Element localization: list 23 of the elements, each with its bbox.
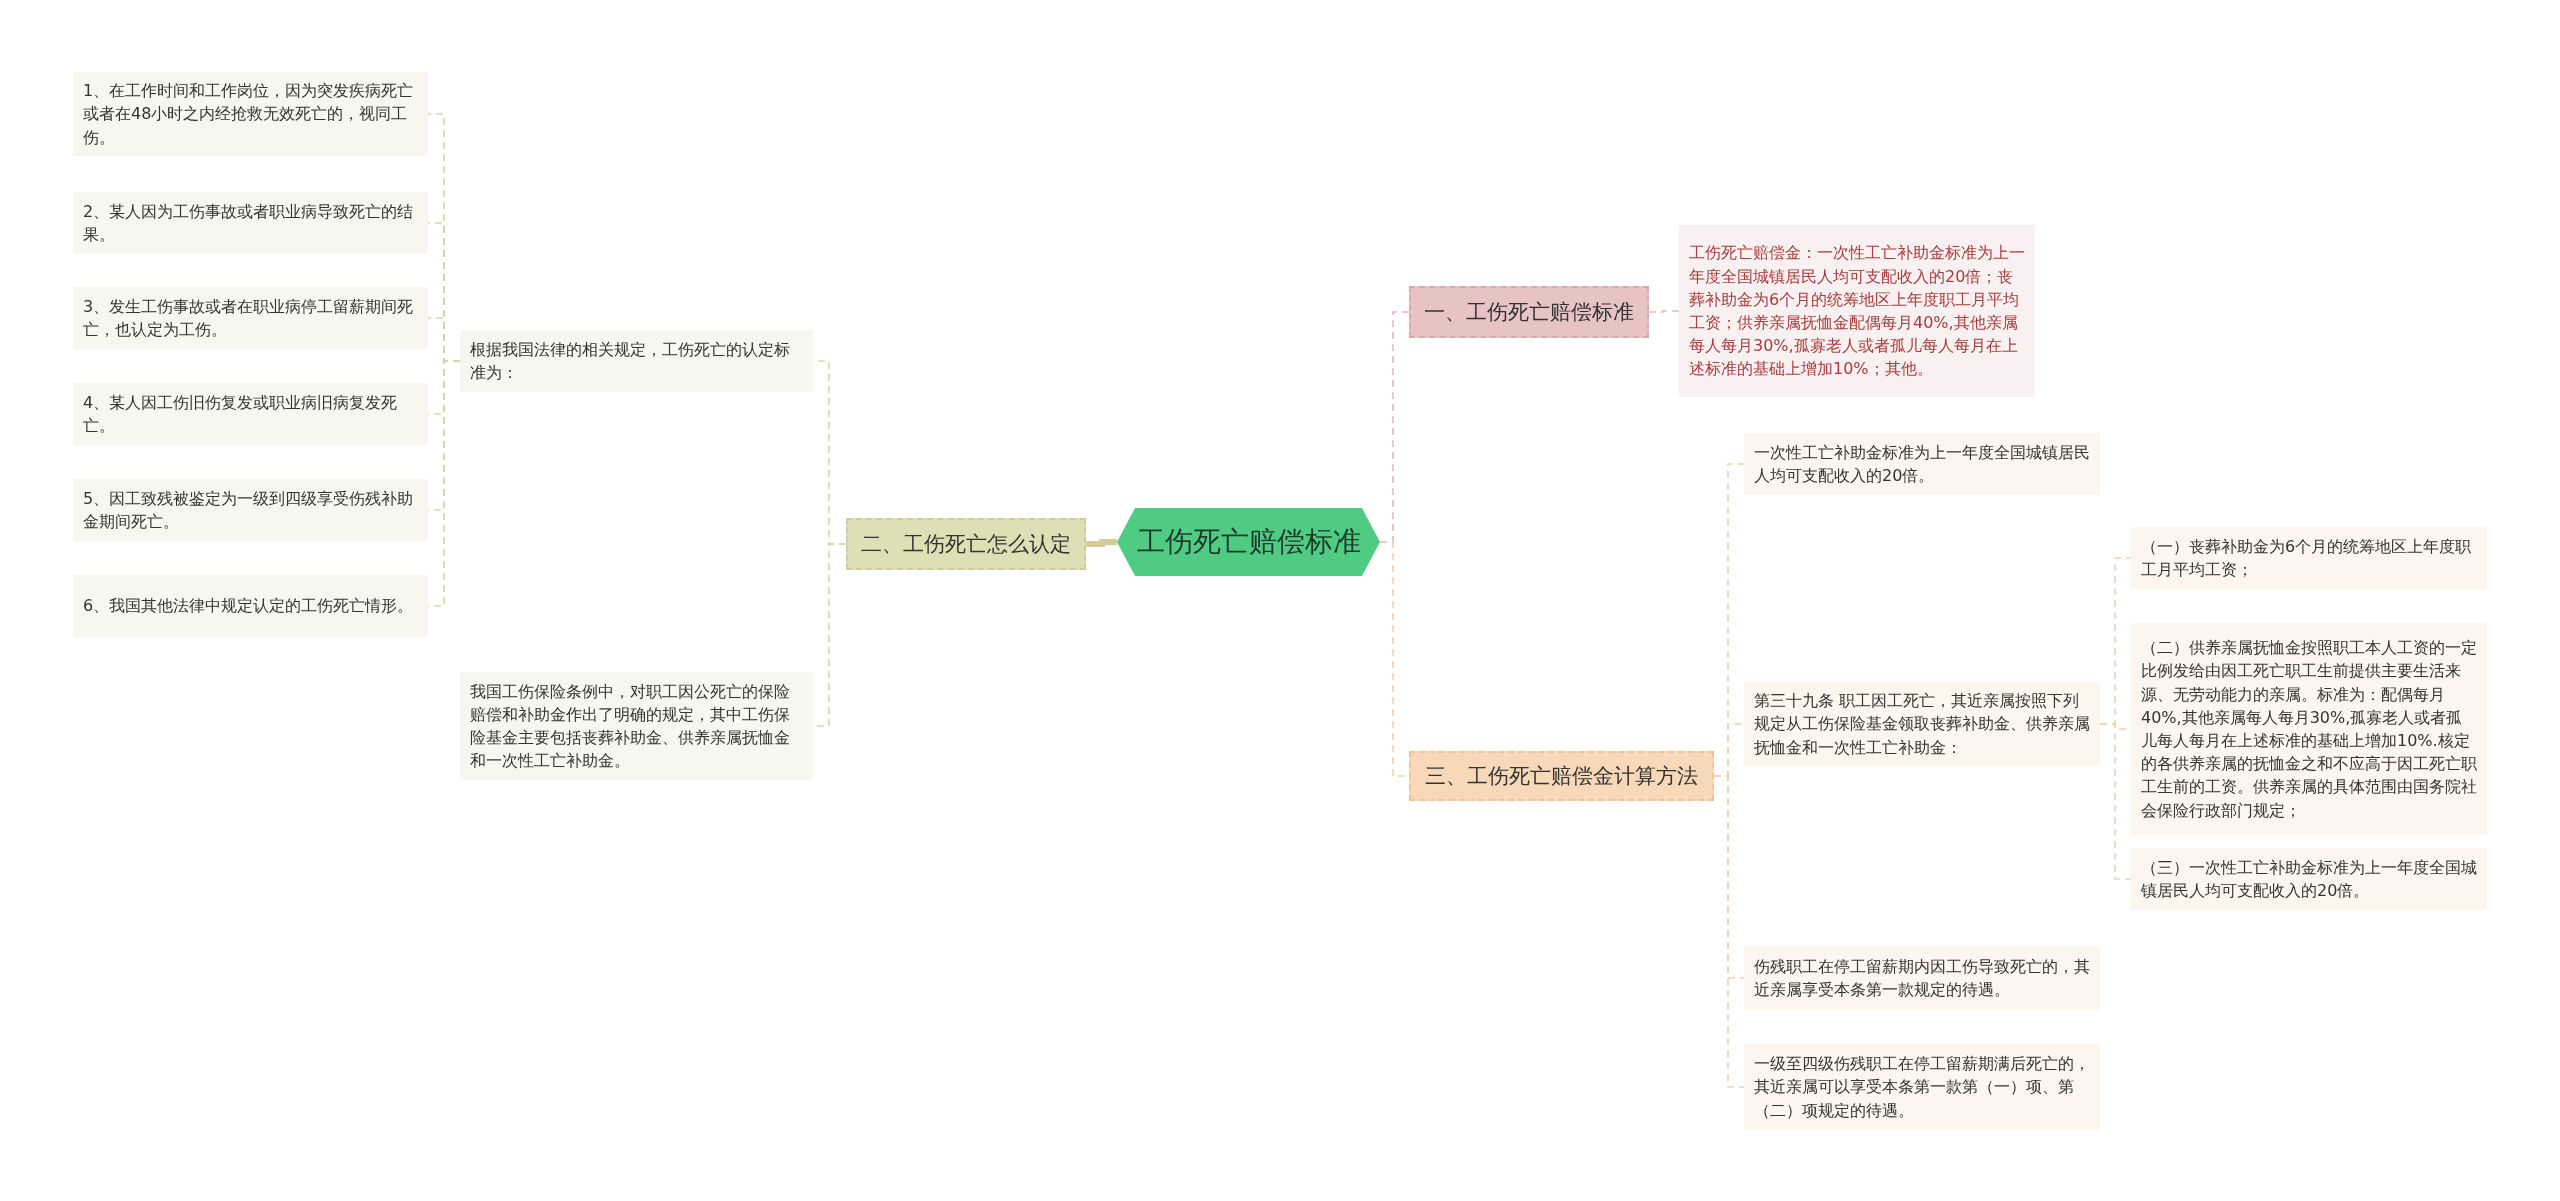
connector bbox=[1713, 775, 1745, 1088]
text-box: （一）丧葬补助金为6个月的统筹地区上年度职工月平均工资； bbox=[2131, 527, 2487, 589]
text-box: 第三十九条 职工因工死亡，其近亲属按照下列规定从工伤保险基金领取丧葬补助金、供养亲属抚恤金和一次性工亡补助金： bbox=[1744, 682, 2100, 766]
text-box: 工伤死亡赔偿金：一次性工亡补助金标准为上一年度全国城镇居民人均可支配收入的20倍；丧葬补助金为6个月的统筹地区上年度职工月平均工资；供养亲属抚恤金配偶每月40%,其他亲属每人每月30%,孤寡老人或者孤儿每人每月在上述标准的基础上增加10%；其他。 bbox=[1679, 225, 2035, 397]
connector bbox=[2099, 723, 2132, 880]
text-box: 6、我国其他法律中规定认定的工伤死亡情形。 bbox=[73, 575, 428, 637]
branch-box: 三、工伤死亡赔偿金计算方法 bbox=[1409, 751, 1714, 801]
branch-box: 一、工伤死亡赔偿标准 bbox=[1409, 286, 1649, 338]
text-box: 伤残职工在停工留薪期内因工伤导致死亡的，其近亲属享受本条第一款规定的待遇。 bbox=[1744, 946, 2100, 1010]
connector bbox=[1648, 310, 1680, 313]
text-box: 1、在工作时间和工作岗位，因为突发疾病死亡或者在48小时之内经抢救无效死亡的，视同工伤。 bbox=[73, 72, 428, 156]
text-box: 一级至四级伤残职工在停工留薪期满后死亡的，其近亲属可以享受本条第一款第（一）项、第（二）项规定的待遇。 bbox=[1744, 1044, 2100, 1130]
branch-box: 二、工伤死亡怎么认定 bbox=[846, 518, 1086, 570]
connector bbox=[1086, 539, 1117, 547]
text-box: （二）供养亲属抚恤金按照职工本人工资的一定比例发给由因工死亡职工生前提供主要生活来源、无劳动能力的亲属。标准为：配偶每月40%,其他亲属每人每月30%,孤寡老人或者孤儿每人每月在上述标准的基础上增加10%.核定的各供养亲属的抚恤金之和不应高于因工死亡职工生前的工资。供养亲属的具体范围由国务院社会保险行政部门规定； bbox=[2131, 623, 2487, 835]
text-box: 3、发生工伤事故或者在职业病停工留薪期间死亡，也认定为工伤。 bbox=[73, 287, 428, 349]
text-box: （三）一次性工亡补助金标准为上一年度全国城镇居民人均可支配收入的20倍。 bbox=[2131, 848, 2487, 910]
text-box: 根据我国法律的相关规定，工伤死亡的认定标准为： bbox=[460, 330, 813, 392]
text-box: 4、某人因工伤旧伤复发或职业病旧病复发死亡。 bbox=[73, 383, 428, 445]
text-box: 2、某人因为工伤事故或者职业病导致死亡的结果。 bbox=[73, 192, 428, 254]
text-box: 我国工伤保险条例中，对职工因公死亡的保险赔偿和补助金作出了明确的规定，其中工伤保险基金主要包括丧葬补助金、供养亲属抚恤金和一次性工亡补助金。 bbox=[460, 672, 813, 780]
text-box: 一次性工亡补助金标准为上一年度全国城镇居民人均可支配收入的20倍。 bbox=[1744, 433, 2100, 495]
text-box: 5、因工致残被鉴定为一级到四级享受伤残补助金期间死亡。 bbox=[73, 479, 428, 541]
